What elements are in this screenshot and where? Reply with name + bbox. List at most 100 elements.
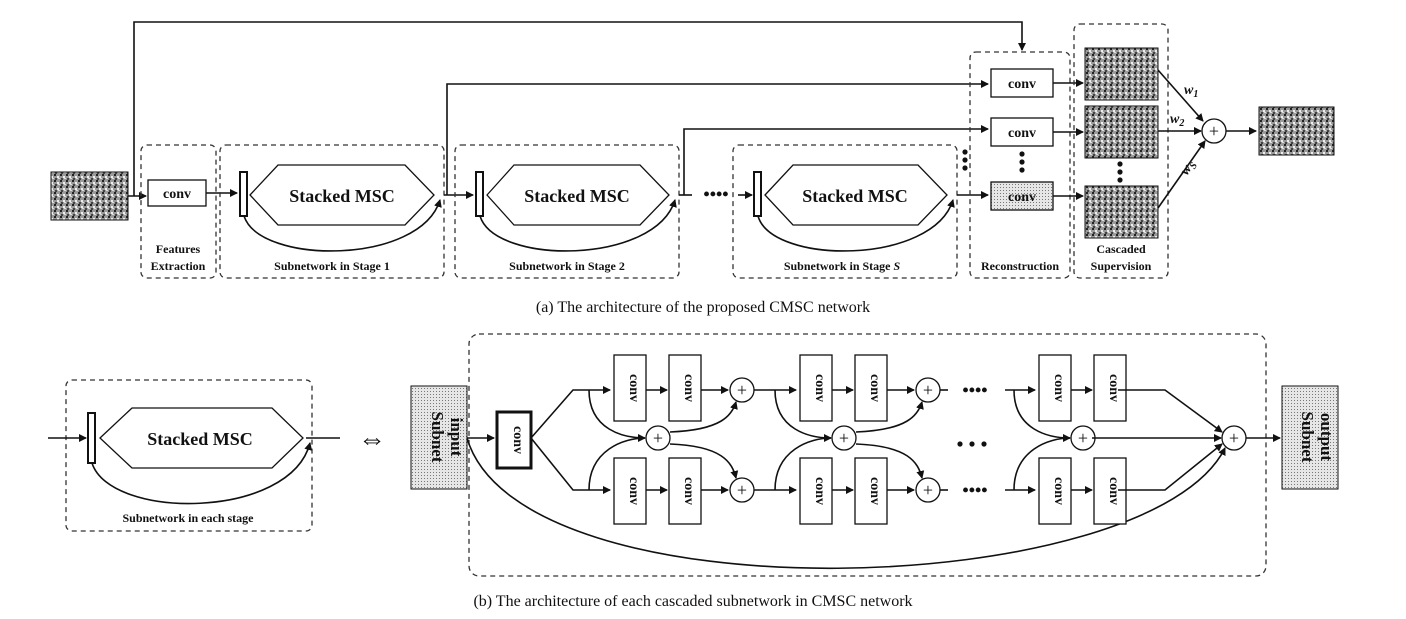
recon-conv1-block xyxy=(990,68,1054,98)
stage2-to-conv2-arrow xyxy=(683,125,989,195)
stages-ellipsis: •••• xyxy=(703,184,728,204)
stageS-residual-arc xyxy=(757,199,955,252)
caption-a: (a) The architecture of the proposed CMS… xyxy=(536,299,870,316)
module1-center-to-top xyxy=(669,401,738,433)
recon-convS-block xyxy=(990,181,1054,211)
module1-center-plus: + xyxy=(653,428,663,448)
module3-conv-1 xyxy=(1038,354,1072,422)
subnet-first-conv xyxy=(495,410,533,470)
top-ellipsis: •••• xyxy=(962,380,987,400)
subnet-input-label-line2: input xyxy=(447,418,466,457)
subnet-output-label-line2: output xyxy=(1317,413,1336,462)
module2-conv-label-3: conv xyxy=(812,477,827,505)
subnet-output-label-line1: Subnet xyxy=(1298,411,1317,462)
msc-modules: conv conv conv conv + + + conv conv conv conv + + + co… xyxy=(588,354,1127,525)
module3-conv-label-4: conv xyxy=(1106,477,1121,505)
subnet-output-block xyxy=(1281,385,1339,490)
module2-conv-label-4: conv xyxy=(867,477,882,505)
module1-conv-1 xyxy=(613,354,647,422)
module2-conv-3 xyxy=(799,457,833,525)
cascaded-label-line1: Cascaded xyxy=(1096,242,1146,256)
module2-bottom-plus: + xyxy=(923,480,933,500)
cascaded-supervision-region xyxy=(1073,23,1169,279)
module1-conv-label-1: conv xyxy=(626,374,641,402)
weight-wS: wS xyxy=(1178,157,1201,179)
module3-bottom-to-center xyxy=(1013,437,1071,491)
module1-conv-label-3: conv xyxy=(626,477,641,505)
stageS-region xyxy=(732,144,958,279)
part-b: Stacked MSC Subnetwork in each stage ⇔ S… xyxy=(48,333,1339,610)
equivalence-symbol: ⇔ xyxy=(358,424,386,455)
module2-center-to-top xyxy=(855,401,924,433)
reconstruction-label: Reconstruction xyxy=(981,259,1059,273)
subnet-first-conv-label: conv xyxy=(510,426,525,454)
stage1-label: Subnetwork in Stage 1 xyxy=(274,259,390,273)
weight-w2: w2 xyxy=(1170,112,1184,129)
global-skip-arrow xyxy=(133,21,1026,196)
each-stage-label: Subnetwork in each stage xyxy=(122,511,254,525)
caption-b: (b) The architecture of each cascaded su… xyxy=(473,593,912,610)
module2-bottom-to-center xyxy=(774,437,832,491)
module3-conv-label-2: conv xyxy=(1106,374,1121,402)
stage1-concat-bar xyxy=(239,171,248,217)
each-stage-stacked-msc-block xyxy=(99,407,304,469)
module1-top-plus: + xyxy=(737,380,747,400)
subnet-input-block xyxy=(410,385,468,490)
features-label-line2: Extraction xyxy=(151,259,206,273)
stage2-residual-arc xyxy=(479,199,677,252)
subnet-input-label-line1: Subnet xyxy=(428,411,447,462)
module1-bottom-plus: + xyxy=(737,480,747,500)
recon-conv2-label: conv xyxy=(1008,126,1036,141)
module2-conv-label-1: conv xyxy=(812,374,827,402)
arrow xyxy=(1118,389,1223,433)
cascaded-label-line2: Supervision xyxy=(1091,259,1152,273)
module2-center-to-bottom xyxy=(855,443,925,479)
subnetwork-detail-region xyxy=(468,333,1267,577)
stage2-concat-bar xyxy=(475,171,484,217)
module2-conv-2 xyxy=(854,354,888,422)
module3-conv-3 xyxy=(1038,457,1072,525)
stage1-residual-arc xyxy=(243,199,442,252)
module1-conv-4 xyxy=(668,457,702,525)
stage2-stacked-msc-label: Stacked MSC xyxy=(524,186,630,206)
module2-top-plus: + xyxy=(923,380,933,400)
each-stage-concat-bar xyxy=(87,412,96,464)
output-image-2 xyxy=(1084,105,1159,159)
stage1-stacked-msc-block xyxy=(249,164,435,226)
module3-conv-label-3: conv xyxy=(1051,477,1066,505)
each-stage-stacked-msc-label: Stacked MSC xyxy=(147,429,253,449)
stageS-label: Subnetwork in Stage S xyxy=(784,259,901,273)
stage2-stacked-msc-block xyxy=(486,164,670,226)
stageS-stacked-msc-label: Stacked MSC xyxy=(802,186,908,206)
input-image xyxy=(50,171,129,221)
reconstruction-region xyxy=(969,51,1071,279)
stageS-concat-bar xyxy=(753,171,762,217)
stage1-region xyxy=(219,144,445,279)
arrow xyxy=(466,437,1226,570)
recon-conv2-block xyxy=(990,117,1054,147)
module1-conv-label-2: conv xyxy=(681,374,696,402)
stage2-region xyxy=(454,144,680,279)
module1-bottom-to-center xyxy=(588,437,646,491)
module2-conv-4 xyxy=(854,457,888,525)
recon-conv1-label: conv xyxy=(1008,77,1036,92)
module3-conv-4 xyxy=(1093,457,1127,525)
arrow xyxy=(1118,443,1223,491)
recon-convS-label: conv xyxy=(1008,190,1036,205)
features-label-line1: Features xyxy=(156,242,201,256)
arrow xyxy=(1157,140,1206,209)
module2-conv-1 xyxy=(799,354,833,422)
features-extraction-region xyxy=(140,144,217,279)
module1-center-sum xyxy=(645,425,671,451)
arrow xyxy=(1157,69,1204,122)
stage2-label: Subnetwork in Stage 2 xyxy=(509,259,625,273)
arrow xyxy=(530,437,611,494)
module2-center-plus: + xyxy=(839,428,849,448)
module1-conv-3 xyxy=(613,457,647,525)
module1-conv-label-4: conv xyxy=(681,477,696,505)
output-image-1 xyxy=(1084,47,1159,101)
module3-conv-2 xyxy=(1093,354,1127,422)
bottom-ellipsis: •••• xyxy=(962,480,987,500)
module3-conv-label-1: conv xyxy=(1051,374,1066,402)
